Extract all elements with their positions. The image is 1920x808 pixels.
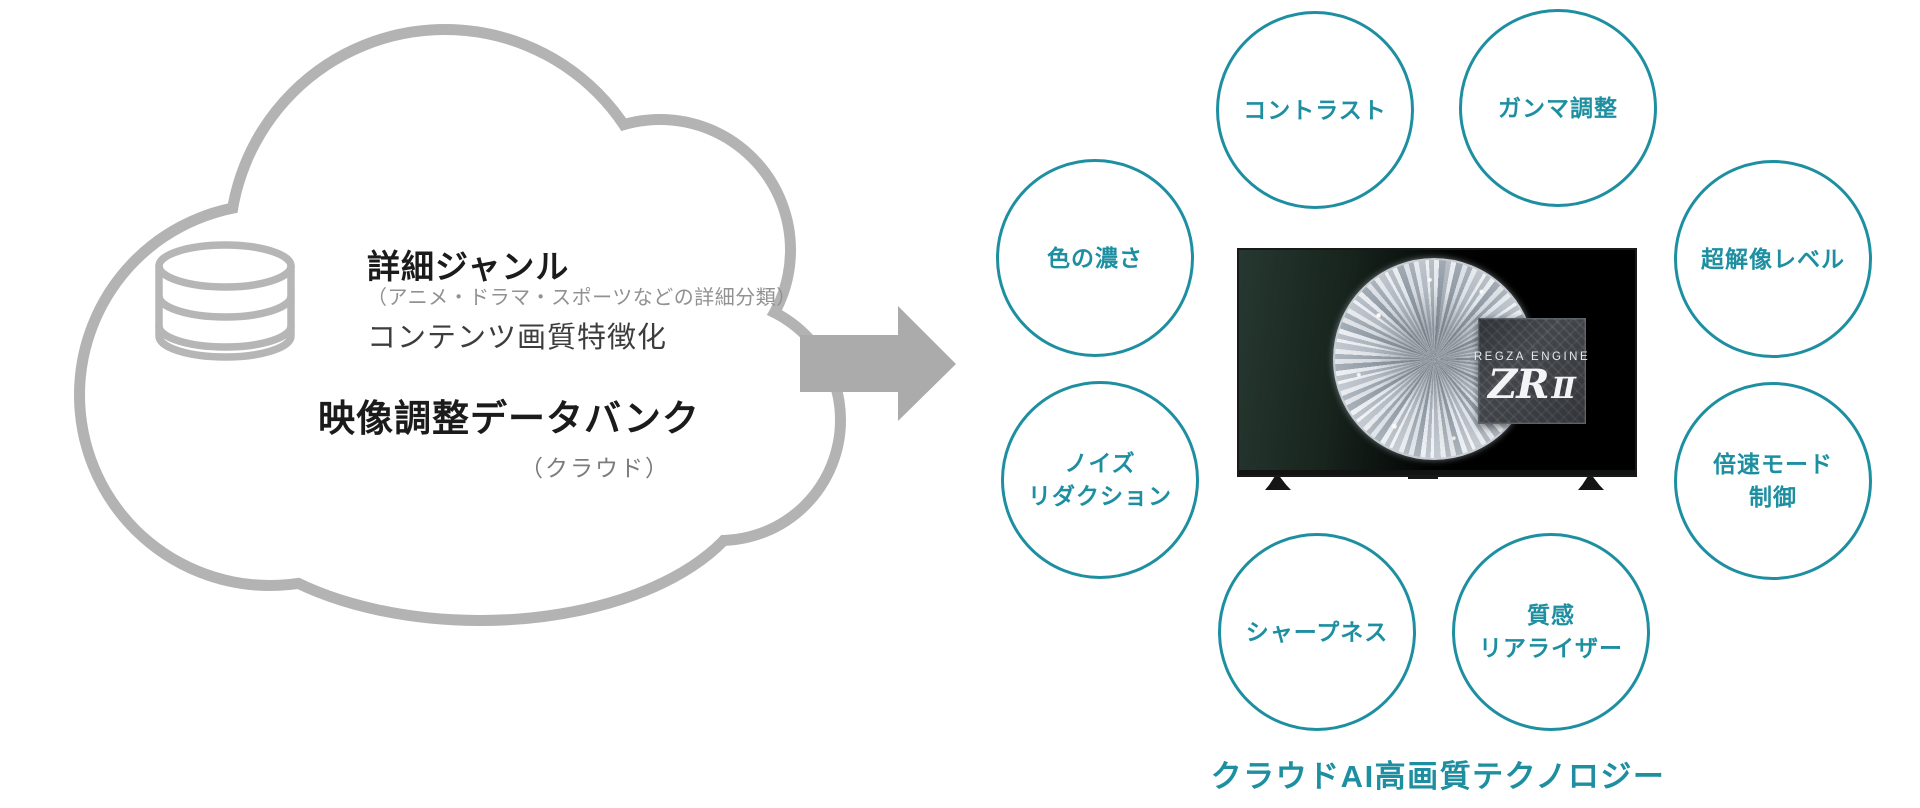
feature-circle-super-resolution: 超解像レベル (1674, 160, 1872, 358)
feature-label: 制御 (1749, 484, 1797, 510)
chip-model-zr: ZR (1488, 361, 1549, 408)
tv-foot-left (1265, 477, 1291, 490)
feature-circle-contrast: コントラスト (1216, 11, 1414, 209)
feature-label: リアライザー (1479, 635, 1623, 661)
genre-title: 詳細ジャンル (367, 248, 570, 285)
feature-circle-sharpness: シャープネス (1218, 533, 1416, 731)
feature-circle-noise-reduction: ノイズ リダクション (1001, 381, 1199, 579)
tv-foot-right (1578, 477, 1604, 490)
feature-label: ガンマ調整 (1498, 94, 1618, 121)
feature-label: 質感 (1527, 602, 1575, 629)
feature-label: コントラスト (1243, 96, 1387, 123)
chip-brand-label: REGZA ENGINE (1473, 351, 1591, 363)
chip-model-number: Ⅱ (1551, 371, 1576, 405)
feature-label: 超解像レベル (1701, 245, 1845, 272)
feature-label: シャープネス (1245, 618, 1389, 645)
content-feature-label: コンテンツ画質特徴化 (367, 322, 668, 354)
cloud-graphic (74, 24, 956, 626)
feature-label: 倍速モード (1713, 451, 1833, 478)
feature-circle-color-depth: 色の濃さ (996, 159, 1194, 357)
tv-bottom-bezel (1239, 470, 1635, 475)
feature-circle-gamma: ガンマ調整 (1459, 9, 1657, 207)
cloud-fill (85, 35, 835, 615)
database-icon (155, 241, 295, 361)
right-arrow-icon (800, 306, 956, 421)
databank-note: （クラウド） (520, 455, 670, 481)
diagram-caption: クラウドAI高画質テクノロジー (1210, 759, 1666, 794)
feature-circle-double-speed-mode: 倍速モード 制御 (1674, 382, 1872, 580)
feature-circle-texture-realizer: 質感 リアライザー (1452, 533, 1650, 731)
tv-stand-notch (1408, 475, 1438, 479)
feature-label: リダクション (1028, 483, 1172, 509)
feature-label: 色の濃さ (1047, 244, 1143, 271)
feature-label: ノイズ (1064, 450, 1136, 477)
databank-title: 映像調整データバンク (318, 398, 700, 439)
genre-note: （アニメ・ドラマ・スポーツなどの詳細分類） (367, 287, 797, 309)
